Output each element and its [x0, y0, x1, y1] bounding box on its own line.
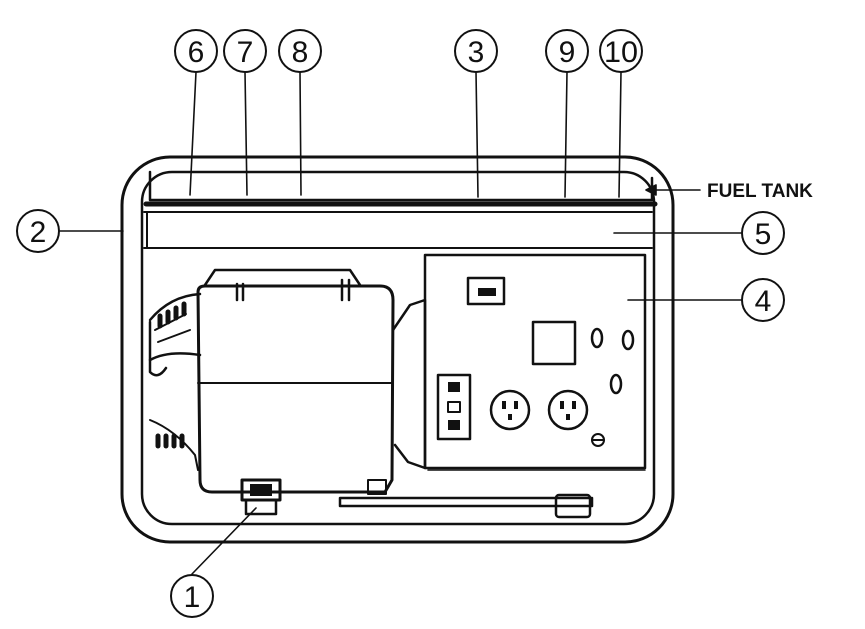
engine-body	[148, 268, 427, 494]
control-panel	[423, 253, 647, 471]
callout-5-label: 5	[755, 218, 772, 251]
callout-5: 5	[741, 211, 785, 255]
callout-4-label: 4	[755, 285, 772, 318]
callout-6: 6	[174, 29, 218, 73]
callout-6-label: 6	[188, 36, 205, 69]
callout-9-label: 9	[559, 36, 576, 69]
callout-4: 4	[741, 278, 785, 322]
frame-crossbar	[143, 211, 653, 249]
callout-1: 1	[170, 574, 214, 618]
fuel-tank-label: FUEL TANK	[707, 181, 813, 202]
callout-7-label: 7	[237, 36, 254, 69]
callout-10: 10	[599, 29, 643, 73]
fuel-tank	[143, 170, 658, 207]
callout-1-label: 1	[184, 581, 201, 614]
frame	[120, 155, 675, 544]
callout-8: 8	[278, 29, 322, 73]
callout-10-label: 10	[604, 36, 638, 69]
engine-mount	[240, 478, 387, 516]
callout-9: 9	[545, 29, 589, 73]
leader-lines	[59, 71, 742, 575]
callout-2: 2	[16, 209, 60, 253]
callout-3: 3	[454, 29, 498, 73]
callout-8-label: 8	[292, 36, 309, 69]
callout-3-label: 3	[468, 36, 485, 69]
callout-2-label: 2	[30, 216, 47, 249]
base-rail	[338, 493, 594, 519]
callout-7: 7	[223, 29, 267, 73]
